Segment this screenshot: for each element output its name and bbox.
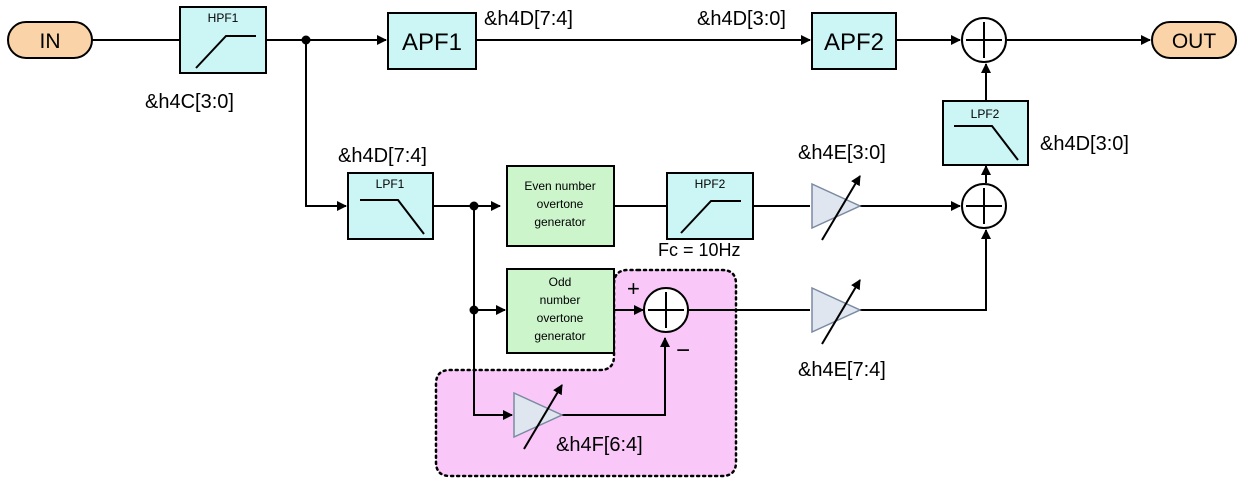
- out-terminal: OUT: [1151, 21, 1237, 59]
- odd-gen-line-1: Odd: [549, 275, 572, 289]
- highpass-icon: [680, 200, 741, 234]
- minus-sign: −: [676, 337, 690, 364]
- lowpass-icon: [360, 199, 425, 235]
- hpf1-register-label: &h4C[3:0]: [145, 91, 234, 113]
- in-terminal: IN: [7, 21, 93, 59]
- lpf1-label: LPF1: [376, 177, 405, 191]
- hpf1-label: HPF1: [208, 11, 239, 25]
- junction-dot: [301, 35, 311, 45]
- hpf2-label: HPF2: [695, 177, 726, 191]
- lowpass-icon: [954, 125, 1019, 161]
- apf1-block: APF1: [387, 12, 477, 70]
- subtract-amp-register-label: &h4F[6:4]: [556, 434, 643, 456]
- even-overtone-generator: Even number overtone generator: [506, 165, 615, 247]
- subtract-sum-junction: [643, 287, 689, 333]
- lpf2-block: LPF2: [942, 100, 1029, 166]
- plus-sign: +: [627, 276, 640, 301]
- out-label: OUT: [1172, 30, 1217, 53]
- output-sum-junction: [961, 17, 1007, 63]
- junction-dot: [469, 305, 479, 315]
- odd-gen-line-2: number: [540, 293, 581, 307]
- even-gain-amplifier: [811, 175, 862, 241]
- even-gen-line-3: generator: [534, 215, 585, 229]
- hpf2-block: HPF2: [666, 172, 754, 240]
- harmonics-sum-junction: [961, 183, 1007, 229]
- highpass-icon: [195, 35, 256, 69]
- lpf1-block: LPF1: [347, 172, 434, 240]
- lpf1-register-label: &h4D[7:4]: [338, 145, 427, 167]
- odd-gen-line-4: generator: [534, 329, 585, 343]
- hpf2-cutoff-label: Fc = 10Hz: [658, 240, 741, 260]
- hpf1-block: HPF1: [179, 6, 267, 74]
- even-amp-register-label: &h4E[3:0]: [798, 142, 886, 164]
- subtract-gain-amplifier: [513, 384, 564, 450]
- odd-amp-register-label: &h4E[7:4]: [798, 359, 886, 381]
- even-gen-line-2: overtone: [537, 197, 584, 211]
- apf1-label: APF1: [402, 29, 462, 56]
- apf2-block: APF2: [811, 12, 897, 70]
- apf1-register-label: &h4D[7:4]: [484, 8, 573, 30]
- even-gen-line-1: Even number: [524, 179, 595, 193]
- apf2-register-label: &h4D[3:0]: [697, 8, 786, 30]
- odd-gain-amplifier: [811, 279, 862, 345]
- lpf2-register-label: &h4D[3:0]: [1040, 133, 1129, 155]
- odd-overtone-generator: Odd number overtone generator: [506, 268, 615, 354]
- junction-dot: [469, 201, 479, 211]
- odd-gen-line-3: overtone: [537, 311, 584, 325]
- in-label: IN: [40, 30, 61, 53]
- apf2-label: APF2: [824, 29, 884, 56]
- lpf2-label: LPF2: [971, 107, 1000, 121]
